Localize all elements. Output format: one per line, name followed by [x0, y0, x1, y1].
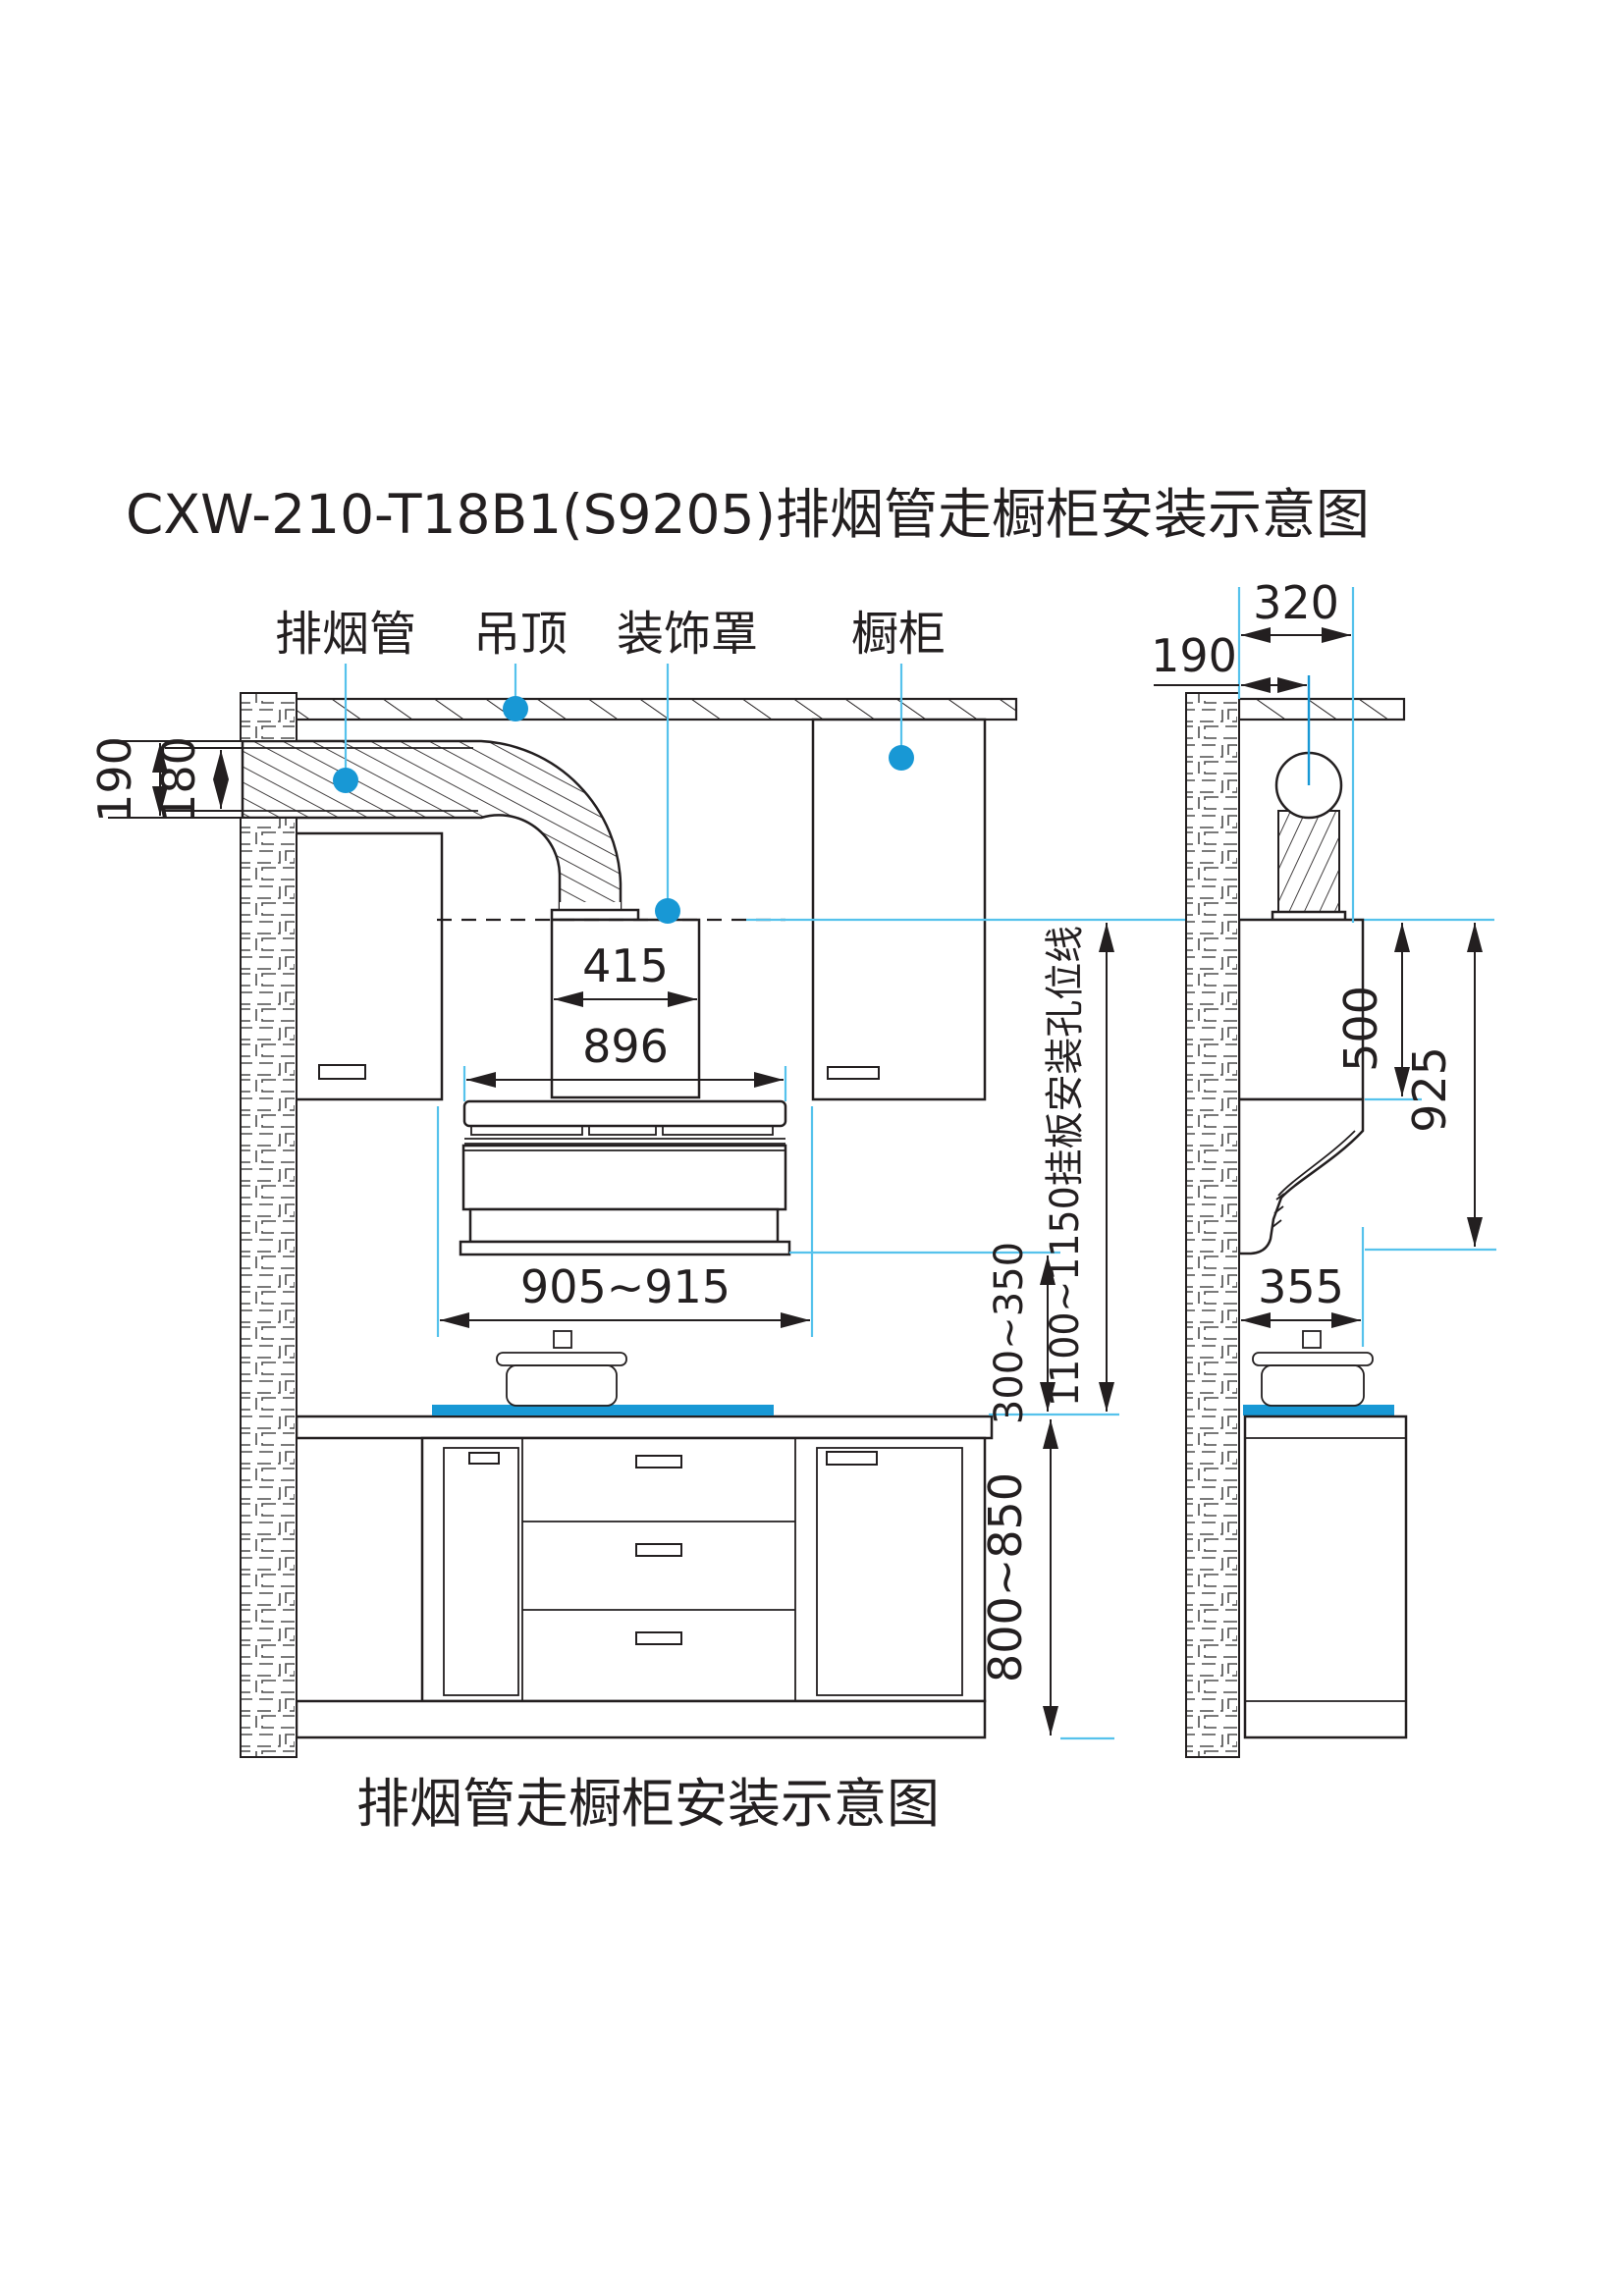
base-left-door-handle [468, 1452, 500, 1465]
drawer-handle-3 [635, 1631, 682, 1645]
dim-cabinet-depth: 320 [1237, 576, 1355, 923]
wall-cabinet-left [290, 831, 444, 1101]
pot-front-knob [553, 1330, 572, 1349]
pot-side-knob [1302, 1330, 1322, 1349]
dim-180-text: 180 [152, 736, 205, 823]
base-cabinet-side [1243, 1415, 1408, 1739]
base-cabinet-left-door [443, 1447, 519, 1696]
base-cabinet-front [420, 1436, 987, 1703]
dot-ceiling [503, 696, 528, 721]
dim-500-text: 500 [1334, 986, 1387, 1072]
duct-collar-front [550, 908, 640, 922]
duct-outer-edge [243, 739, 623, 910]
dim-355-text: 355 [1258, 1260, 1344, 1313]
dim-hood-total-height: 925 [1365, 923, 1496, 1252]
side-view: 320 190 500 925 355 [1151, 576, 1496, 1758]
drawer-handle-1 [635, 1455, 682, 1468]
range-hood-front [459, 1099, 791, 1256]
component-labels: 排烟管 吊顶 装饰罩 橱柜 [275, 607, 946, 662]
wall-cabinet-right-handle [827, 1066, 880, 1080]
dim-800-850-text: 800~850 [979, 1472, 1032, 1682]
wall-cabinet-left-handle [318, 1064, 366, 1080]
hood-side-vent-ticks [1272, 1193, 1285, 1228]
dim-cover-height: 500 [1334, 923, 1422, 1101]
dot-cabinet [889, 745, 914, 771]
dim-300-350-text: 300~350 [987, 1242, 1032, 1424]
dim-415-text: 415 [582, 939, 669, 992]
label-ceiling: 吊顶 [473, 607, 568, 662]
duct-inner-edge [243, 814, 562, 910]
front-view: 排烟管 吊顶 装饰罩 橱柜 190 180 415 [88, 607, 1494, 1758]
dim-905-text: 905~915 [520, 1260, 731, 1313]
dim-1100-1150-text: 1100~1150挂板安装孔位线 [1043, 926, 1088, 1407]
dim-hood-to-cooktop: 300~350 [789, 1242, 1119, 1424]
dot-exhaust-pipe [333, 768, 358, 793]
caption: 排烟管走橱柜安装示意图 [356, 1773, 940, 1835]
wall-front-upper [240, 692, 298, 742]
pot-side [1252, 1330, 1374, 1407]
label-decor-cover: 装饰罩 [617, 607, 758, 662]
decor-cover-front [550, 918, 701, 1099]
hood-vent-right [662, 1125, 774, 1136]
countertop-front [295, 1415, 994, 1440]
flex-duct-side [1277, 810, 1340, 913]
pot-front-body [506, 1364, 618, 1407]
dim-mount-hole-line: 1100~1150挂板安装孔位线 [1043, 923, 1114, 1412]
hood-body [461, 1144, 787, 1211]
cooktop-side [1243, 1405, 1394, 1415]
dim-cabinet-opening: 905~915 [436, 1106, 814, 1337]
drawer-handle-2 [635, 1543, 682, 1557]
pot-side-lid [1252, 1352, 1374, 1366]
dot-decor-cover [655, 898, 680, 924]
dim-duct-height: 190 180 [88, 736, 243, 823]
hood-vent-left [470, 1125, 583, 1136]
dim-hood-width: 896 [462, 1020, 787, 1101]
duct-neck [560, 902, 621, 910]
hood-bottom-plate [459, 1240, 791, 1256]
pot-front [496, 1330, 627, 1407]
decor-cover-side [1237, 918, 1365, 1101]
base-cabinet-right-door [816, 1447, 963, 1696]
dim-cover-width: 415 [554, 939, 697, 1007]
dim-190-text: 190 [88, 736, 141, 823]
ceiling-side [1237, 697, 1406, 721]
pot-side-body [1261, 1364, 1365, 1407]
dim-925-text: 925 [1403, 1046, 1456, 1133]
dim-190s-text: 190 [1151, 629, 1237, 682]
wall-side [1185, 692, 1240, 1758]
wall-cabinet-right [811, 718, 987, 1101]
dim-counter-height: 800~850 [979, 1419, 1114, 1740]
dim-896-text: 896 [582, 1020, 669, 1073]
hood-top-band [462, 1099, 787, 1128]
cooktop-front [432, 1405, 774, 1415]
label-exhaust-pipe: 排烟管 [275, 607, 416, 662]
base-right-door-handle [826, 1451, 878, 1466]
dim-320-text: 320 [1253, 576, 1339, 629]
label-cabinet: 橱柜 [851, 607, 946, 662]
dim-duct-center-offset: 190 [1151, 629, 1307, 693]
hood-inner-panel [468, 1207, 780, 1244]
hood-vent-mid [588, 1125, 657, 1136]
base-cabinet-plinth-front [295, 1699, 987, 1739]
page-title: CXW-210-T18B1(S9205)排烟管走橱柜安装示意图 [126, 483, 1370, 546]
pot-front-lid [496, 1352, 627, 1366]
hood-side-glass-line [1277, 1130, 1356, 1197]
wall-front-lower [240, 817, 298, 1758]
dim-hood-depth: 355 [1241, 1227, 1365, 1347]
